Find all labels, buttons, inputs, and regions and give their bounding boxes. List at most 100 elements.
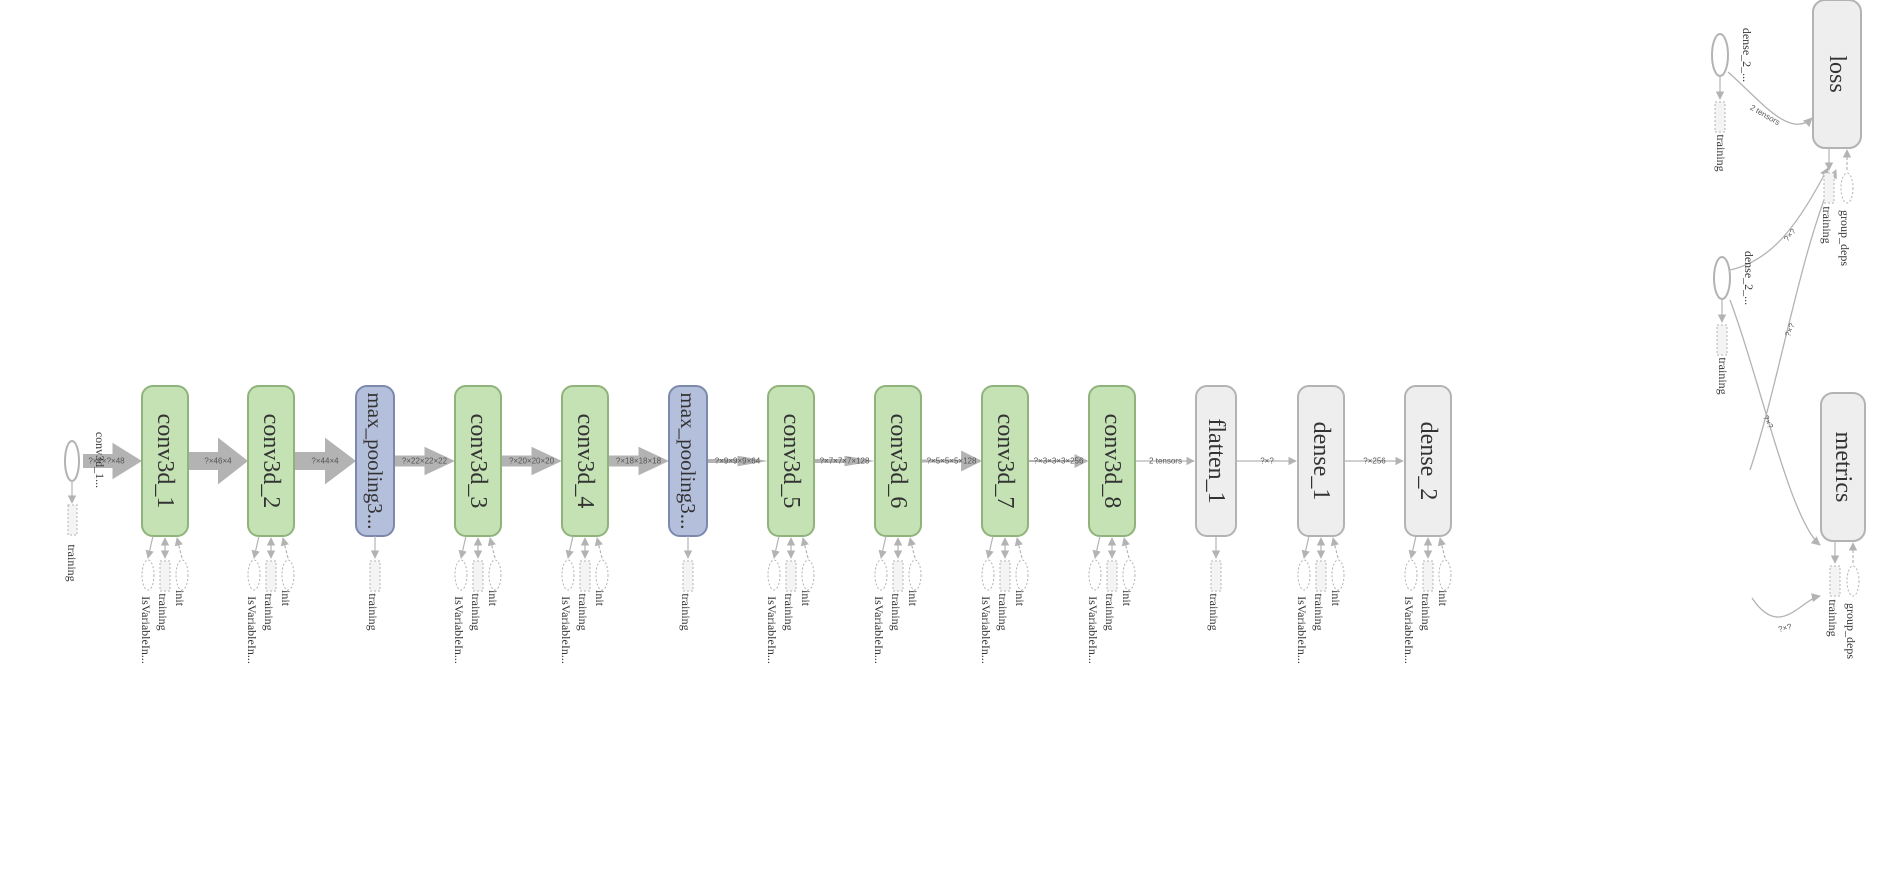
node-box [141,385,189,537]
aux-box [682,560,694,592]
aux-label: init [1120,590,1134,607]
aux-box [1210,560,1222,592]
aux-ellipse [1438,559,1452,591]
aux-label: group_deps [1838,210,1852,266]
aux-label: IsVariableIn... [979,596,993,664]
aux-ellipse [141,559,155,591]
edge-label: 2 tensors [1149,457,1182,466]
input-node-label: dense_2_... [1742,251,1756,305]
node-label: conv3d_4 [572,414,598,509]
aux-edge [1437,537,1446,559]
edge-label: ?×? [1260,457,1274,466]
aux-label: training [262,593,276,630]
aux-label: init [486,590,500,607]
node-box [1404,385,1452,537]
edge-label: ?×7×7×7×128 [820,457,870,466]
aux-label: init [279,590,293,607]
aux-label: IsVariableIn... [139,596,153,664]
aux-box [579,560,591,592]
aux-box [1106,560,1118,592]
node-label: max_pooling3... [363,392,387,529]
aux-ellipse [1015,559,1029,591]
aux-label: IsVariableIn... [1086,596,1100,664]
aux-ellipse [1331,559,1345,591]
aux-label: training [782,593,796,630]
node-box [247,385,295,537]
node-label: conv3d_2 [258,414,284,509]
aux-box [265,560,277,592]
input-ellipse [1711,33,1729,77]
input-node-conv3d_1[interactable]: conv3d_1...training [64,432,107,582]
node-box [874,385,922,537]
aux-box [892,560,904,592]
aux-ellipse [1840,172,1854,204]
aux-label: init [1329,590,1343,607]
edge-label: ?×20×20×20 [509,457,555,466]
node-label: loss [1824,55,1850,92]
aux-label: init [173,590,187,607]
aux-label: init [1013,590,1027,607]
aux-label: IsVariableIn... [872,596,886,664]
edge-path [1749,169,1837,471]
node-label: conv3d_5 [778,414,804,509]
edge-arrow [608,446,669,476]
edge-4: ?×20×20×20 [501,446,562,476]
aux-ellipse [281,559,295,591]
edges-layer: ?×?×?×48?×46×4?×44×4?×22×22×22?×20×20×20… [83,71,1837,634]
input-node-dense2_input_mid[interactable]: dense_2_...training [1713,251,1756,395]
edge-arrow [394,446,455,476]
edge-label: ?×5×5×5×128 [927,457,977,466]
aux-edge [1408,535,1417,559]
edge-dense2-to-metrics: ?×? [1751,593,1821,634]
aux-edge [1092,535,1101,559]
edge-0: ?×?×?×48 [83,442,142,480]
nodes-layer: conv3d_1...training conv3d_1IsVariableIn.… [64,0,1866,664]
aux-ellipse [1088,559,1102,591]
aux-label: training [1419,593,1433,630]
aux-label: training [156,593,170,630]
edge-label: ?×? [1777,622,1793,634]
aux-ellipse [175,559,189,591]
node-box [1297,385,1345,537]
input-node-label: dense_2_... [1740,28,1754,82]
aux-label: group_deps [1844,603,1858,659]
aux-box [369,560,381,592]
aux-box [1315,560,1327,592]
aux-edge [251,535,260,559]
node-label: metrics [1830,432,1856,503]
aux-ellipse [561,559,575,591]
aux-ellipse [595,559,609,591]
aux-label: training [1312,593,1326,630]
node-label: conv3d_7 [992,414,1018,509]
node-max_pooling3d_2[interactable]: max_pooling3...training [668,385,708,631]
edge-arrow [294,437,356,485]
input-node-dense2_input_top[interactable]: dense_2_...training [1711,28,1754,172]
aux-edge [565,535,574,559]
node-max_pooling3d_1[interactable]: max_pooling3...training [355,385,395,631]
aux-label: training [1207,593,1221,630]
aux-box [67,504,78,536]
aux-ellipse [767,559,781,591]
edge-10: 2 tensors [1135,457,1195,466]
aux-label: training [469,593,483,630]
node-label: max_pooling3... [676,392,700,529]
aux-box [1714,101,1726,133]
aux-label: IsVariableIn... [765,596,779,664]
aux-ellipse [1297,559,1311,591]
aux-label: training [996,593,1010,630]
edge-arrow [814,455,875,467]
